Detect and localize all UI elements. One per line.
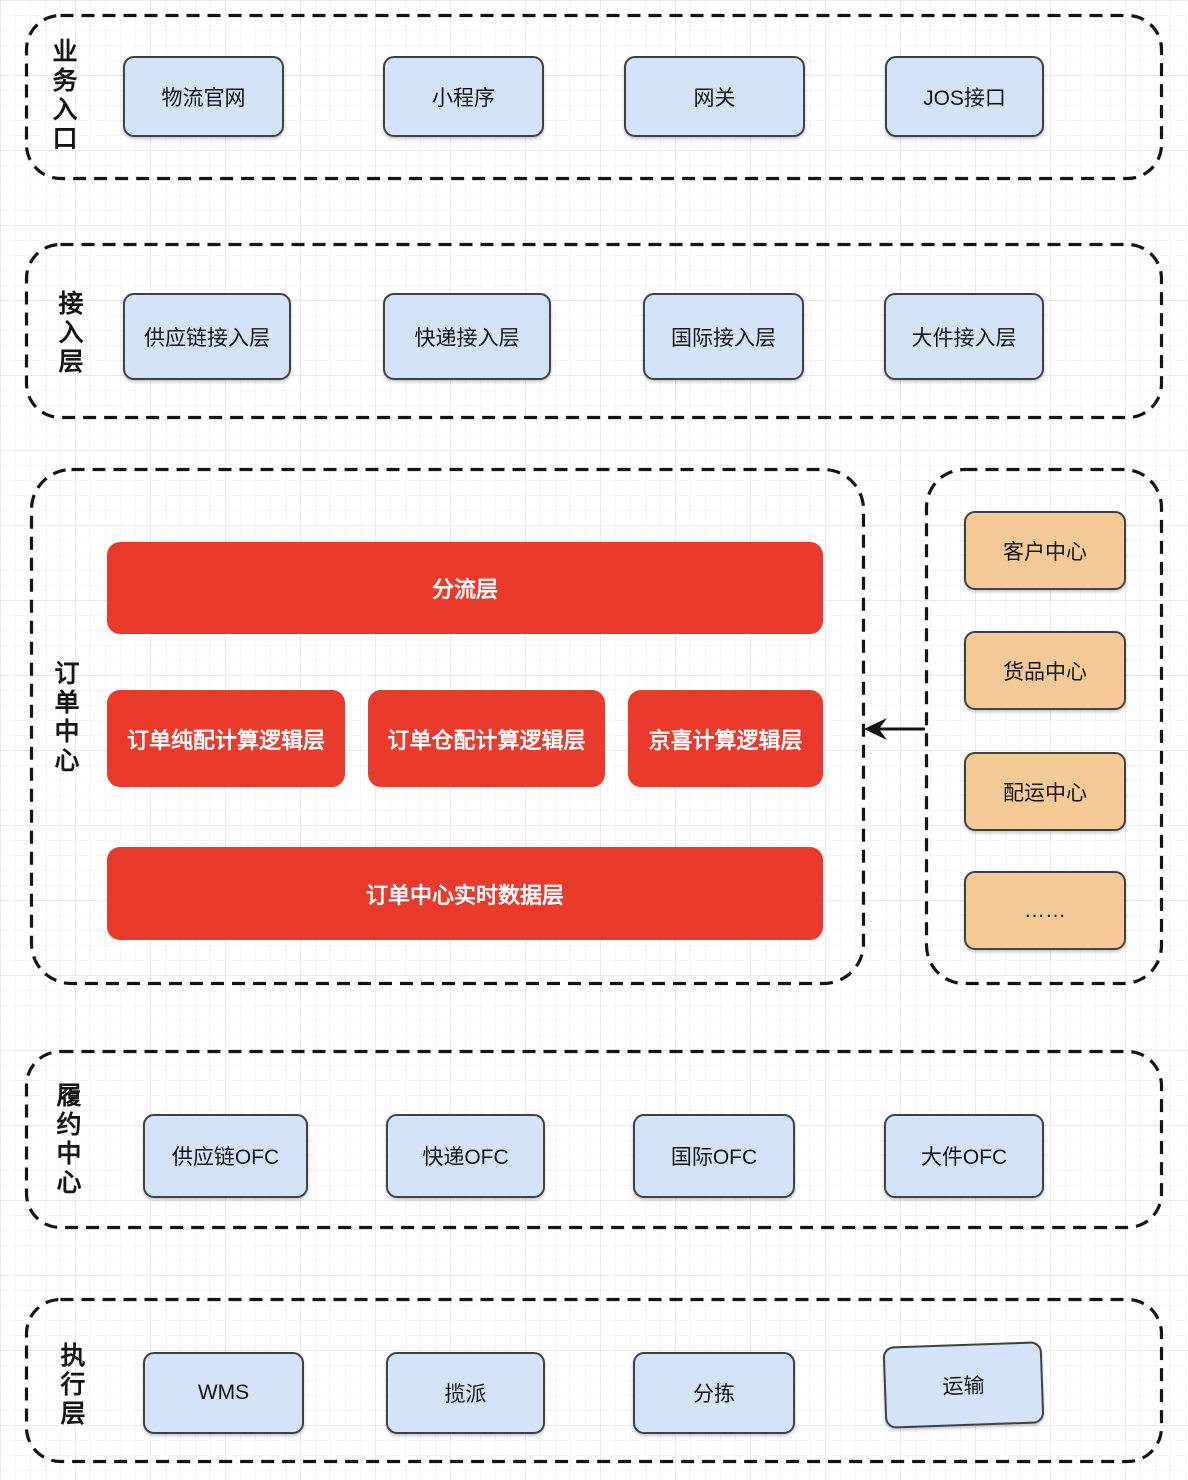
node-jos-api: JOS接口 (885, 56, 1044, 137)
node-supply-chain-ofc: 供应链OFC (143, 1114, 308, 1198)
node-ellipsis-more: …… (964, 871, 1126, 950)
node-mini-program: 小程序 (383, 56, 544, 137)
node-warehouse-delivery-logic-layer: 订单仓配计算逻辑层 (368, 690, 605, 787)
node-supply-chain-access: 供应链接入层 (123, 293, 291, 380)
execution-section-label: 执行层 (57, 1342, 85, 1429)
node-transport: 运输 (882, 1341, 1045, 1429)
left-arrow-icon (864, 718, 925, 740)
access-layer-section-label: 接入层 (55, 290, 83, 377)
node-goods-center: 货品中心 (964, 631, 1126, 710)
order-center-section-border (29, 467, 866, 986)
fulfillment-section-border (24, 1049, 1164, 1230)
node-express-ofc: 快递OFC (386, 1114, 545, 1198)
node-express-access: 快递接入层 (383, 293, 551, 380)
node-logistics-website: 物流官网 (123, 56, 284, 137)
fulfillment-section-label: 履约中心 (53, 1082, 81, 1198)
node-customer-center: 客户中心 (964, 511, 1126, 590)
node-pickup-dispatch: 揽派 (386, 1352, 545, 1434)
node-pure-delivery-logic-layer: 订单纯配计算逻辑层 (107, 690, 345, 787)
node-wms: WMS (143, 1352, 304, 1434)
node-bulky-access: 大件接入层 (884, 293, 1044, 380)
order-center-section-label: 订单中心 (51, 660, 79, 776)
node-distribution-center: 配运中心 (964, 752, 1126, 831)
access-layer-section-border (24, 242, 1164, 420)
execution-section-border (24, 1297, 1164, 1464)
node-realtime-data-layer: 订单中心实时数据层 (107, 847, 823, 940)
node-bulky-ofc: 大件OFC (884, 1114, 1044, 1198)
business-entry-section-label: 业务入口 (49, 38, 77, 154)
node-gateway: 网关 (624, 56, 805, 137)
node-international-access: 国际接入层 (643, 293, 804, 380)
node-sorting: 分拣 (633, 1352, 795, 1434)
node-international-ofc: 国际OFC (633, 1114, 795, 1198)
business-entry-section-border (24, 13, 1164, 181)
node-diversion-layer: 分流层 (107, 542, 823, 634)
node-jingxi-logic-layer: 京喜计算逻辑层 (628, 690, 823, 787)
